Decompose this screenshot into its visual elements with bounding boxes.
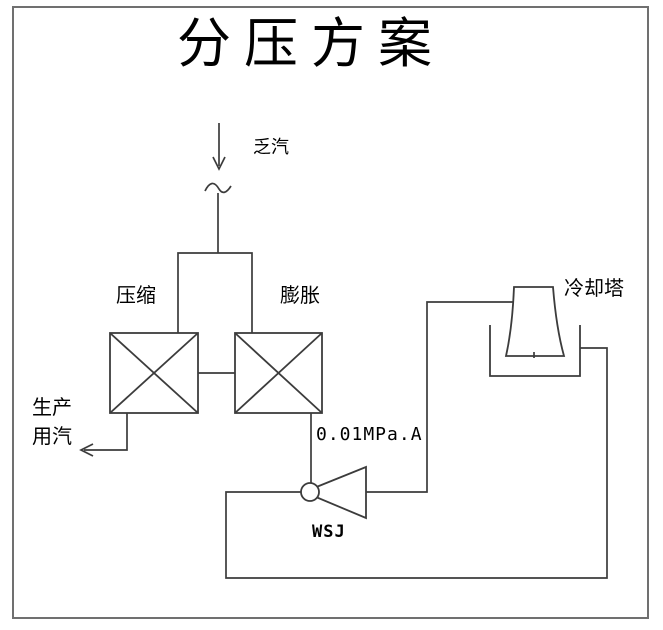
production-steam-label-line1: 生产 [32, 395, 72, 419]
production-steam-pipe [79, 413, 128, 457]
ejector-nozzle-icon [300, 482, 320, 502]
production-steam-label-line2: 用汽 [32, 424, 72, 448]
tower-basin [489, 325, 581, 377]
cooling-tower-label: 冷却塔 [564, 276, 624, 300]
left-arrowhead-icon [79, 443, 94, 457]
page-title: 分压方案 [177, 12, 445, 75]
circulation-loop-pipe [225, 347, 608, 579]
page-border [12, 6, 649, 619]
cooling-tower [504, 286, 566, 358]
compressor-box [109, 332, 199, 414]
down-arrowhead-icon [212, 156, 226, 171]
expander-box [234, 332, 323, 414]
ejector-discharge-pipe [366, 301, 513, 493]
ejector-label: WSJ [312, 522, 346, 542]
compressor-label: 压缩 [116, 283, 156, 307]
pressure-label: 0.01MPa.A [316, 424, 423, 445]
expander-label: 膨胀 [280, 283, 320, 307]
pipe-break-icon [204, 182, 232, 194]
exhaust-steam-inlet-pipe [177, 123, 253, 333]
exhaust-steam-label: 乏汽 [253, 137, 289, 158]
ejector-symbol [300, 465, 367, 520]
